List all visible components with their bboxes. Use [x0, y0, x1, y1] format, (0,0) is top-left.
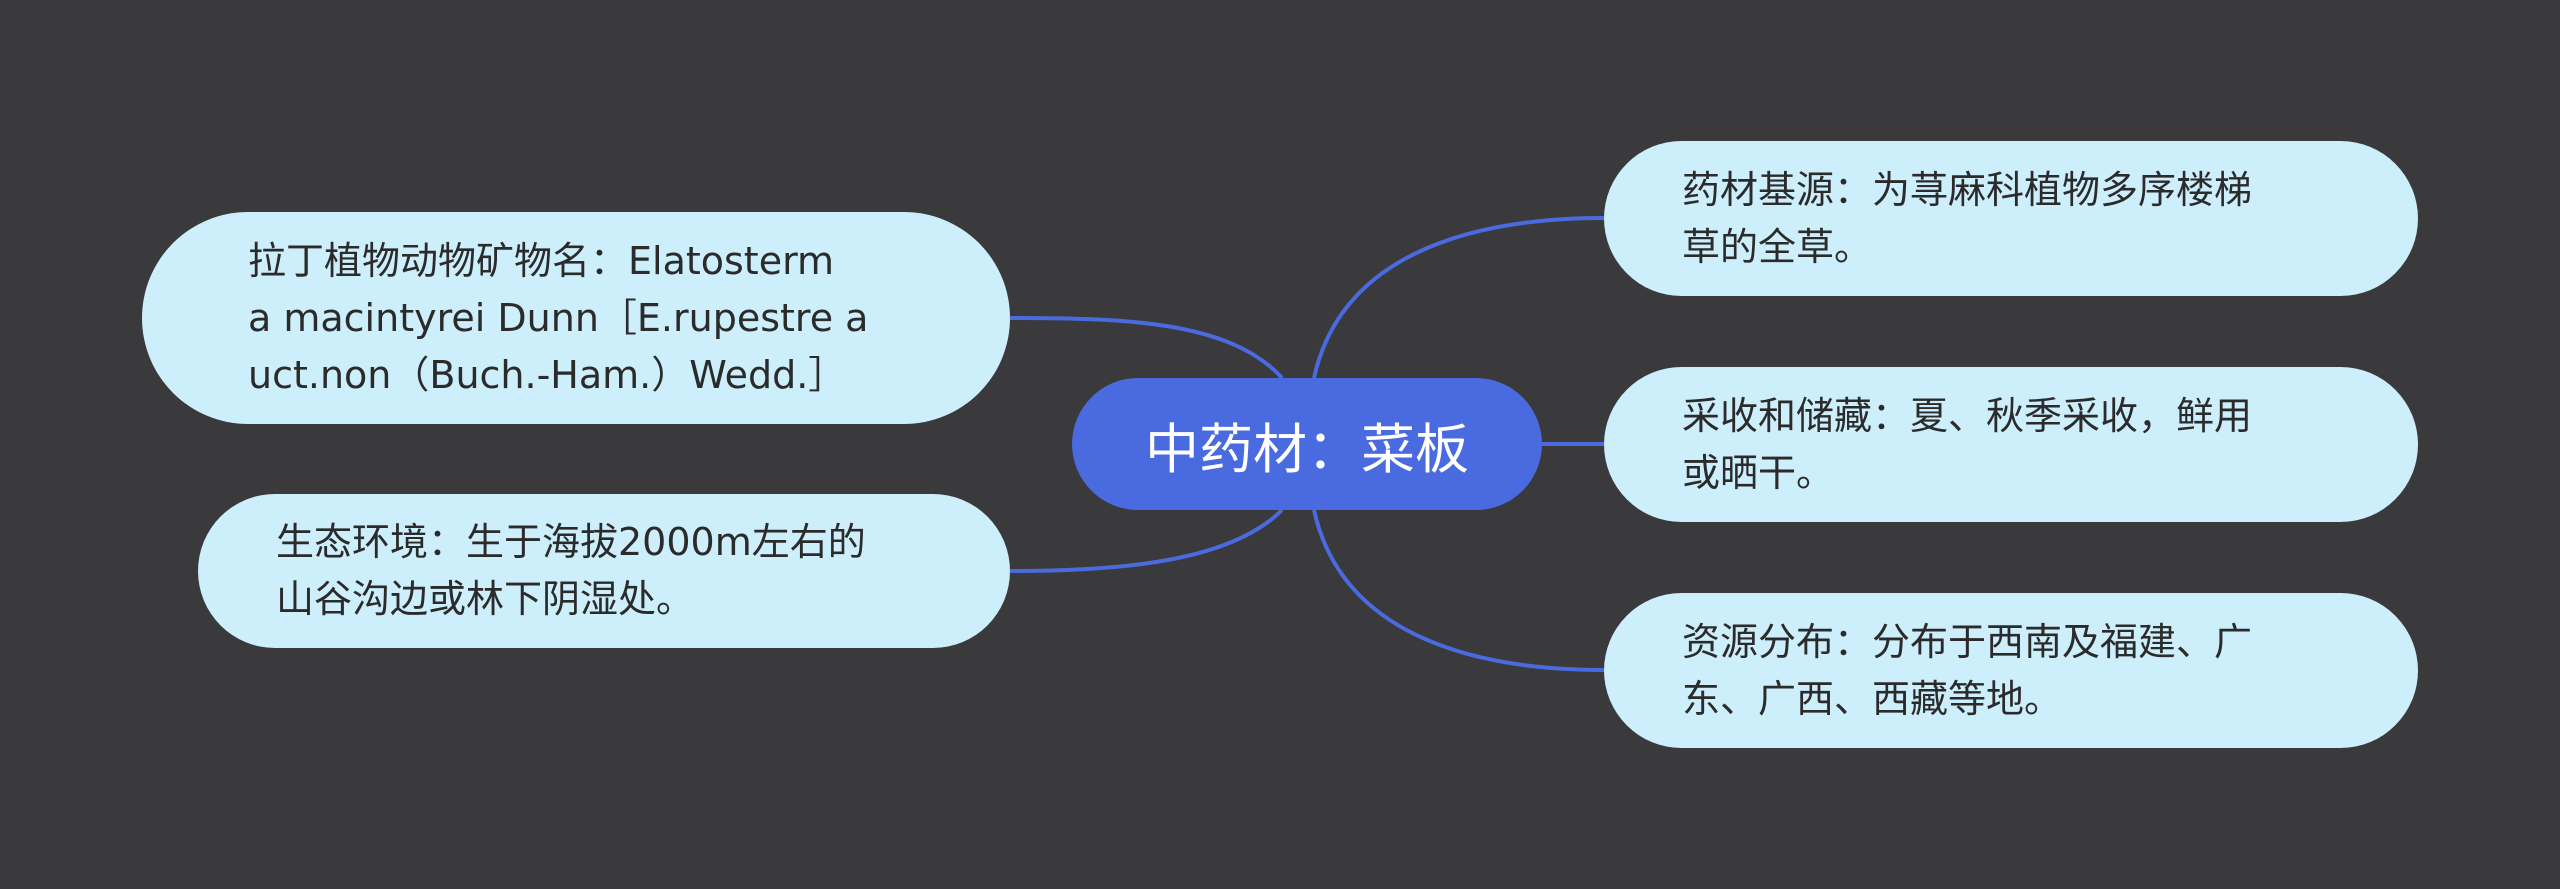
text-line: a macintyrei Dunn［E.rupestre a	[248, 295, 869, 340]
topic-latin-name[interactable]: 拉丁植物动物矿物名：Elatosterm a macintyrei Dunn［E…	[142, 212, 1010, 424]
connector-distribution	[1312, 509, 1605, 672]
topic-source-text: 药材基源：为荨麻科植物多序楼梯 草的全草。	[1682, 162, 2252, 276]
connector-eco	[1009, 508, 1284, 573]
topic-distribution-text: 资源分布：分布于西南及福建、广 东、广西、西藏等地。	[1682, 614, 2252, 728]
text-line: 药材基源：为荨麻科植物多序楼梯	[1682, 167, 2253, 212]
topic-distribution[interactable]: 资源分布：分布于西南及福建、广 东、广西、西藏等地。	[1604, 593, 2418, 748]
topic-ecology-text: 生态环境：生于海拔2000m左右的 山谷沟边或林下阴湿处。	[276, 514, 866, 628]
topic-ecology[interactable]: 生态环境：生于海拔2000m左右的 山谷沟边或林下阴湿处。	[198, 494, 1010, 648]
text-line: 资源分布：分布于西南及福建、广	[1682, 619, 2253, 664]
text-line: 山谷沟边或林下阴湿处。	[276, 577, 695, 621]
topic-harvest-text: 采收和储藏：夏、秋季采收，鲜用 或晒干。	[1682, 388, 2252, 502]
central-topic-label: 中药材：菜板	[1145, 417, 1469, 481]
text-line: 生态环境：生于海拔2000m左右的	[276, 520, 866, 564]
connector-latin	[1009, 316, 1284, 380]
text-line: uct.non（Buch.-Ham.）Wedd.］	[248, 352, 847, 397]
text-line: 东、广西、西藏等地。	[1682, 676, 2063, 721]
topic-latin-name-text: 拉丁植物动物矿物名：Elatosterm a macintyrei Dunn［E…	[248, 233, 868, 404]
text-line: 拉丁植物动物矿物名：Elatosterm	[248, 238, 835, 283]
text-line: 或晒干。	[1682, 450, 1835, 495]
text-line: 草的全草。	[1682, 224, 1873, 269]
topic-source[interactable]: 药材基源：为荨麻科植物多序楼梯 草的全草。	[1604, 141, 2418, 296]
text-line: 采收和储藏：夏、秋季采收，鲜用	[1682, 393, 2253, 438]
topic-harvest[interactable]: 采收和储藏：夏、秋季采收，鲜用 或晒干。	[1604, 367, 2418, 522]
central-topic[interactable]: 中药材：菜板	[1072, 378, 1542, 510]
connector-source	[1312, 216, 1605, 379]
